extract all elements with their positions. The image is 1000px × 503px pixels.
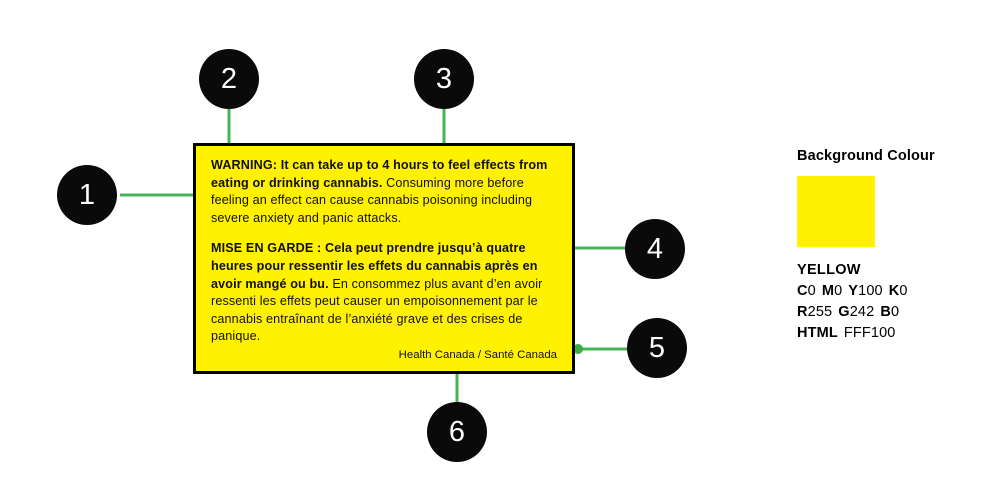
french-bold-lead: MISE EN GARDE : Cela peut prendre jusqu’…	[211, 241, 538, 291]
colour-panel-title: Background Colour	[797, 148, 935, 164]
callout-marker-1[interactable]: 1	[57, 165, 117, 225]
rgb-r-value: 255	[807, 304, 833, 320]
cmyk-m-value: 0	[834, 283, 843, 299]
callout-marker-5[interactable]: 5	[627, 318, 687, 378]
callout-marker-3[interactable]: 3	[414, 49, 474, 109]
rgb-r-key: R	[797, 304, 808, 320]
colour-swatch	[797, 176, 875, 247]
cmyk-c-value: 0	[807, 283, 816, 299]
english-warning-paragraph: WARNING: It can take up to 4 hours to fe…	[211, 157, 557, 227]
cmyk-y-value: 100	[858, 283, 883, 299]
english-bold-lead: WARNING: It can take up to 4 hours to fe…	[211, 158, 548, 190]
cmyk-k-key: K	[888, 283, 900, 299]
cmyk-m-key: M	[821, 283, 835, 299]
english-body-text: Consuming more before feeling an effect …	[211, 175, 533, 225]
callout-marker-2[interactable]: 2	[199, 49, 259, 109]
html-value: FFF100	[843, 325, 896, 341]
rgb-b-value: 0	[890, 304, 900, 320]
french-body-text: En consommez plus avant d’en avoir resse…	[211, 276, 543, 344]
html-spec-row: HTML FFF100	[797, 323, 987, 344]
cmyk-y-key: Y	[848, 283, 859, 299]
rgb-g-key: G	[838, 304, 850, 320]
rgb-spec-row: R255 G242 B0	[797, 302, 987, 323]
cannabis-warning-label: WARNING: It can take up to 4 hours to fe…	[193, 143, 575, 374]
french-warning-paragraph: MISE EN GARDE : Cela peut prendre jusqu’…	[211, 240, 557, 346]
callout-marker-6[interactable]: 6	[427, 402, 487, 462]
rgb-b-key: B	[880, 304, 891, 320]
cmyk-k-value: 0	[899, 283, 908, 299]
rgb-g-value: 242	[849, 304, 875, 320]
html-key: HTML	[797, 325, 838, 341]
colour-name-label: YELLOW	[797, 262, 861, 278]
callout-marker-4[interactable]: 4	[625, 219, 685, 279]
cmyk-c-key: C	[797, 283, 808, 299]
attribution-line: Health Canada / Santé Canada	[398, 349, 557, 361]
